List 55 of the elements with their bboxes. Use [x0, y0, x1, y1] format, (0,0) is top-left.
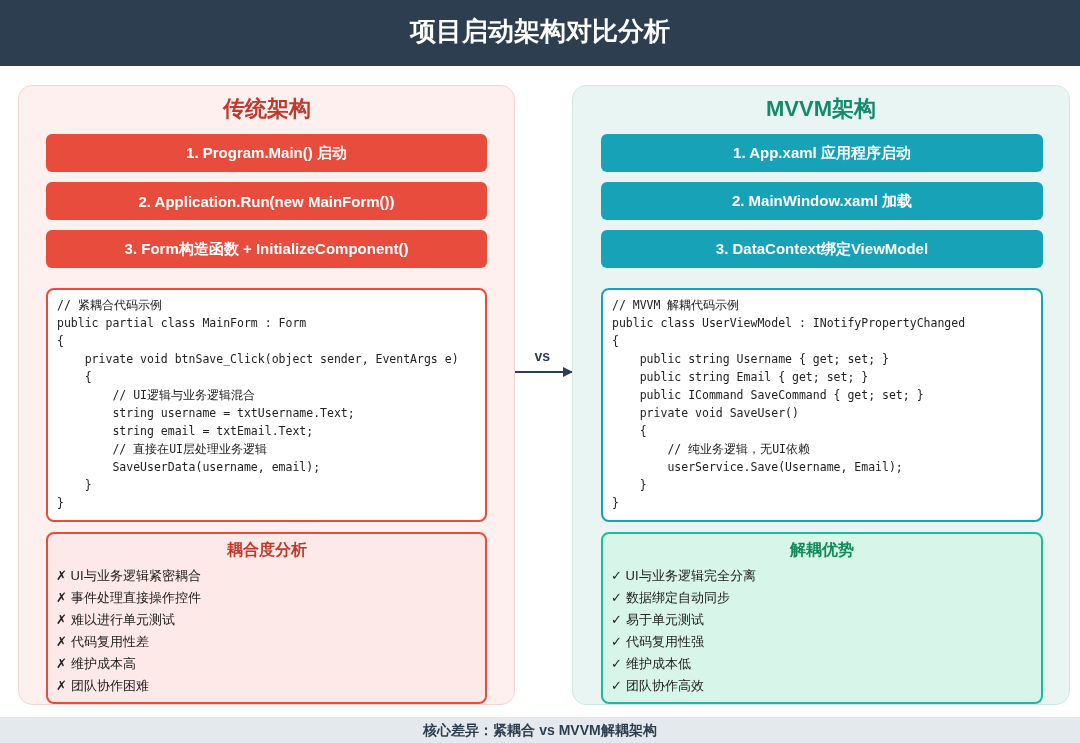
list-item: ✓ UI与业务逻辑完全分离 — [611, 567, 757, 585]
code-line: userService.Save(Username, Email); — [666, 459, 904, 476]
analysis-box — [601, 532, 1043, 704]
code-line: string username = txtUsername.Text; — [111, 405, 356, 422]
code-line: } — [83, 477, 93, 494]
step-box: 3. DataContext绑定ViewModel — [601, 230, 1043, 268]
code-line: { — [638, 423, 648, 440]
title: 项目启动架构对比分析 — [408, 15, 671, 48]
box-heading: 耦合度分析 — [225, 540, 308, 560]
code-line: public ICommand SaveCommand { get; set; } — [638, 387, 925, 404]
list-item: ✓ 数据绑定自动同步 — [611, 589, 731, 607]
footer-note: 核心差异：紧耦合 vs MVVM解耦架构 — [0, 717, 1080, 743]
code-line: { — [57, 333, 65, 350]
code-block — [601, 288, 1043, 522]
panel — [18, 85, 515, 705]
step-box: 1. App.xaml 应用程序启动 — [601, 134, 1043, 172]
code-line: string email = txtEmail.Text; — [111, 423, 315, 440]
code-line: } — [57, 495, 65, 512]
panel-heading: MVVM架构 — [765, 95, 877, 123]
list-item: ✓ 团队协作高效 — [611, 677, 705, 695]
panel — [572, 85, 1070, 705]
code-line: } — [638, 477, 648, 494]
list-item: ✗ 团队协作困难 — [56, 677, 150, 695]
code-line: private void btnSave_Click(object sender, EventArgs e) — [83, 351, 460, 368]
code-line: public string Username { get; set; } — [638, 351, 890, 368]
code-line: public string Email { get; set; } — [638, 369, 870, 386]
code-line: public class UserViewModel : INotifyPropertyChanged — [612, 315, 967, 332]
list-item: ✗ 维护成本高 — [56, 655, 137, 673]
code-line: // 纯业务逻辑，无UI依赖 — [666, 441, 811, 458]
step-box: 1. Program.Main() 启动 — [46, 134, 487, 172]
list-item: ✗ UI与业务逻辑紧密耦合 — [56, 567, 202, 585]
panel-heading: 传统架构 — [221, 95, 312, 123]
step-box: 3. Form构造函数 + InitializeComponent() — [46, 230, 487, 268]
code-line: public partial class MainForm : Form — [57, 315, 308, 332]
step-box: 2. MainWindow.xaml 加载 — [601, 182, 1043, 220]
code-line: SaveUserData(username, email); — [111, 459, 322, 476]
code-block — [46, 288, 487, 522]
code-line: { — [83, 369, 93, 386]
code-line: { — [612, 333, 620, 350]
list-item: ✗ 难以进行单元测试 — [56, 611, 176, 629]
list-item: ✓ 维护成本低 — [611, 655, 692, 673]
list-item: ✓ 代码复用性强 — [611, 633, 705, 651]
arrow — [514, 367, 573, 377]
list-item: ✗ 代码复用性差 — [56, 633, 150, 651]
code-line: } — [612, 495, 620, 512]
code-line: // 紧耦合代码示例 — [57, 297, 163, 314]
analysis-box — [46, 532, 487, 704]
list-item: ✓ 易于单元测试 — [611, 611, 705, 629]
list-item: ✗ 事件处理直接操作控件 — [56, 589, 202, 607]
code-line: // MVVM 解耦代码示例 — [612, 297, 741, 314]
code-line: // 直接在UI层处理业务逻辑 — [111, 441, 268, 458]
box-heading: 解耦优势 — [788, 540, 855, 560]
code-line: // UI逻辑与业务逻辑混合 — [111, 387, 256, 404]
step-box: 2. Application.Run(new MainForm()) — [46, 182, 487, 220]
code-line: private void SaveUser() — [638, 405, 800, 422]
